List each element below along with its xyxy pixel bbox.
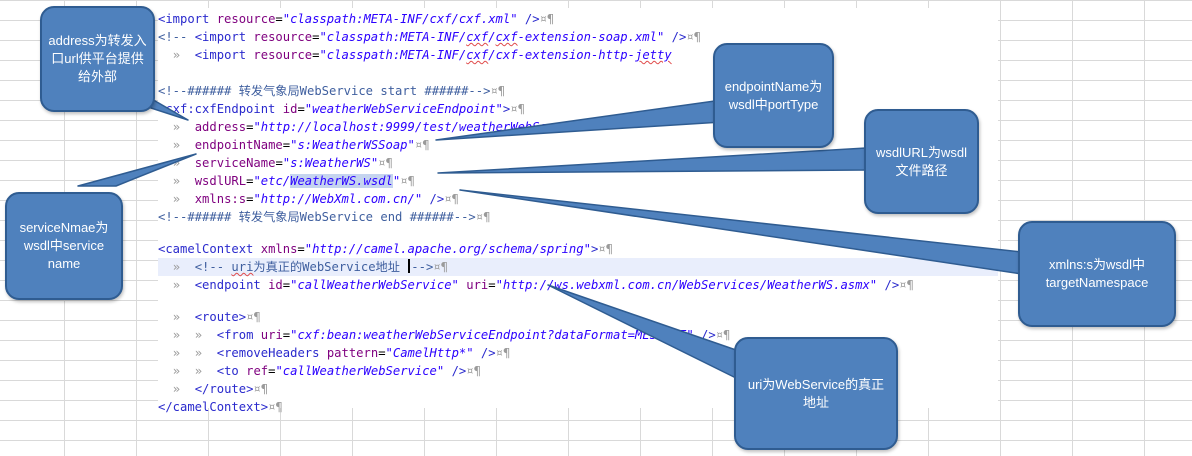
code-line-call-endpoint: » <endpoint id="callWeatherWebService" u… xyxy=(172,278,914,292)
callout-endpoint-name: endpointName为wsdl中portType xyxy=(713,43,834,148)
code-line-camel-close: </camelContext>¤¶ xyxy=(158,400,283,414)
code-line-wsdl-url: » wsdlURL="etc/WeatherWS.wsdl"¤¶ xyxy=(172,174,415,188)
callout-tail-endpoint-name xyxy=(435,99,723,141)
code-line-import-soap: <!-- <import resource="classpath:META-IN… xyxy=(158,30,702,44)
code-line-route-open: » <route>¤¶ xyxy=(172,310,261,324)
code-line-import-jetty: » <import resource="classpath:META-INF/c… xyxy=(172,48,672,62)
code-line-route-close: » </route>¤¶ xyxy=(172,382,269,396)
callout-tail-wsdl-url xyxy=(437,147,867,174)
callout-service-name: serviceNmae为wsdl中service name xyxy=(5,192,123,300)
code-line-cxf-endpoint: <cxf:cxfEndpoint id="weatherWebServiceEn… xyxy=(158,102,525,116)
code-line-camel-context: <camelContext xmlns="http://camel.apache… xyxy=(158,242,613,256)
code-line-remove-headers: » » <removeHeaders pattern="CamelHttp*" … xyxy=(172,346,511,360)
text-cursor xyxy=(408,259,411,273)
code-line-import-cxf: <import resource="classpath:META-INF/cxf… xyxy=(158,12,555,26)
callout-address: address为转发入口url供平台提供给外部 xyxy=(40,6,155,112)
code-line-comment-end: <!--###### 转发气象局WebService end ######-->… xyxy=(158,210,491,224)
callout-tail-uri xyxy=(547,284,737,379)
code-line-xmlns: » xmlns:s="http://WebXml.com.cn/" />¤¶ xyxy=(172,192,459,206)
code-line-uri-comment[interactable]: » <!-- uri为真正的WebService地址 -->¤¶ xyxy=(158,258,998,276)
code-line-comment-start: <!--###### 转发气象局WebService start ######-… xyxy=(158,84,506,98)
callout-uri: uri为WebService的真正地址 xyxy=(734,337,898,450)
selected-text: WeatherWS.wsdl xyxy=(290,174,393,188)
code-line-service-name: » serviceName="s:WeatherWS"¤¶ xyxy=(172,156,393,170)
callout-tail-service-name xyxy=(77,153,197,187)
code-line-to: » » <to ref="callWeatherWebService" />¤¶ xyxy=(172,364,481,378)
callout-wsdl-url: wsdlURL为wsdl文件路径 xyxy=(864,109,979,214)
callout-xmlns: xmlns:s为wsdl中targetNamespace xyxy=(1018,221,1176,327)
code-line-endpoint-name: » endpointName="s:WeatherWSSoap"¤¶ xyxy=(172,138,430,152)
